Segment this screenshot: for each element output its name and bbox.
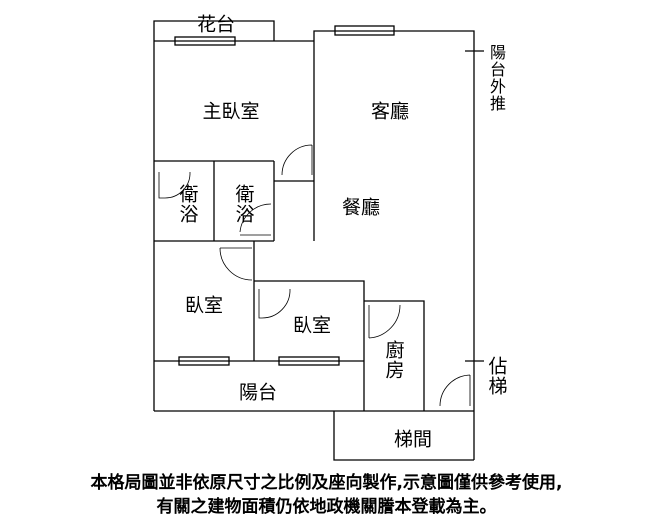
windows [174,25,395,366]
label-flower-bed: 花台 [196,13,236,36]
label-bedroom-2: 臥室 [292,314,332,337]
label-dining-room: 餐廳 [341,196,381,219]
disclaimer-line-2: 有關之建物面積仍依地政機關謄本登載為主。 [156,497,497,517]
walls [153,20,484,461]
label-master-bedroom: 主臥室 [202,100,260,123]
label-living-room: 客廳 [370,100,410,123]
label-bedroom-1: 臥室 [184,294,224,317]
label-kitchen: 廚房 [382,340,405,380]
label-occupies-stairs: 佔梯 [485,356,508,396]
label-bathroom-2: 衛浴 [232,184,255,224]
disclaimer-line-1: 本格局圖並非依原尺寸之比例及座向製作,示意圖僅供參考使用, [90,473,563,493]
label-balcony-extended: 陽台外推 [487,44,506,112]
label-bathroom-1: 衛浴 [176,184,199,224]
label-stairwell: 梯間 [393,428,433,451]
doors [158,144,471,407]
label-balcony: 陽台 [238,381,278,404]
